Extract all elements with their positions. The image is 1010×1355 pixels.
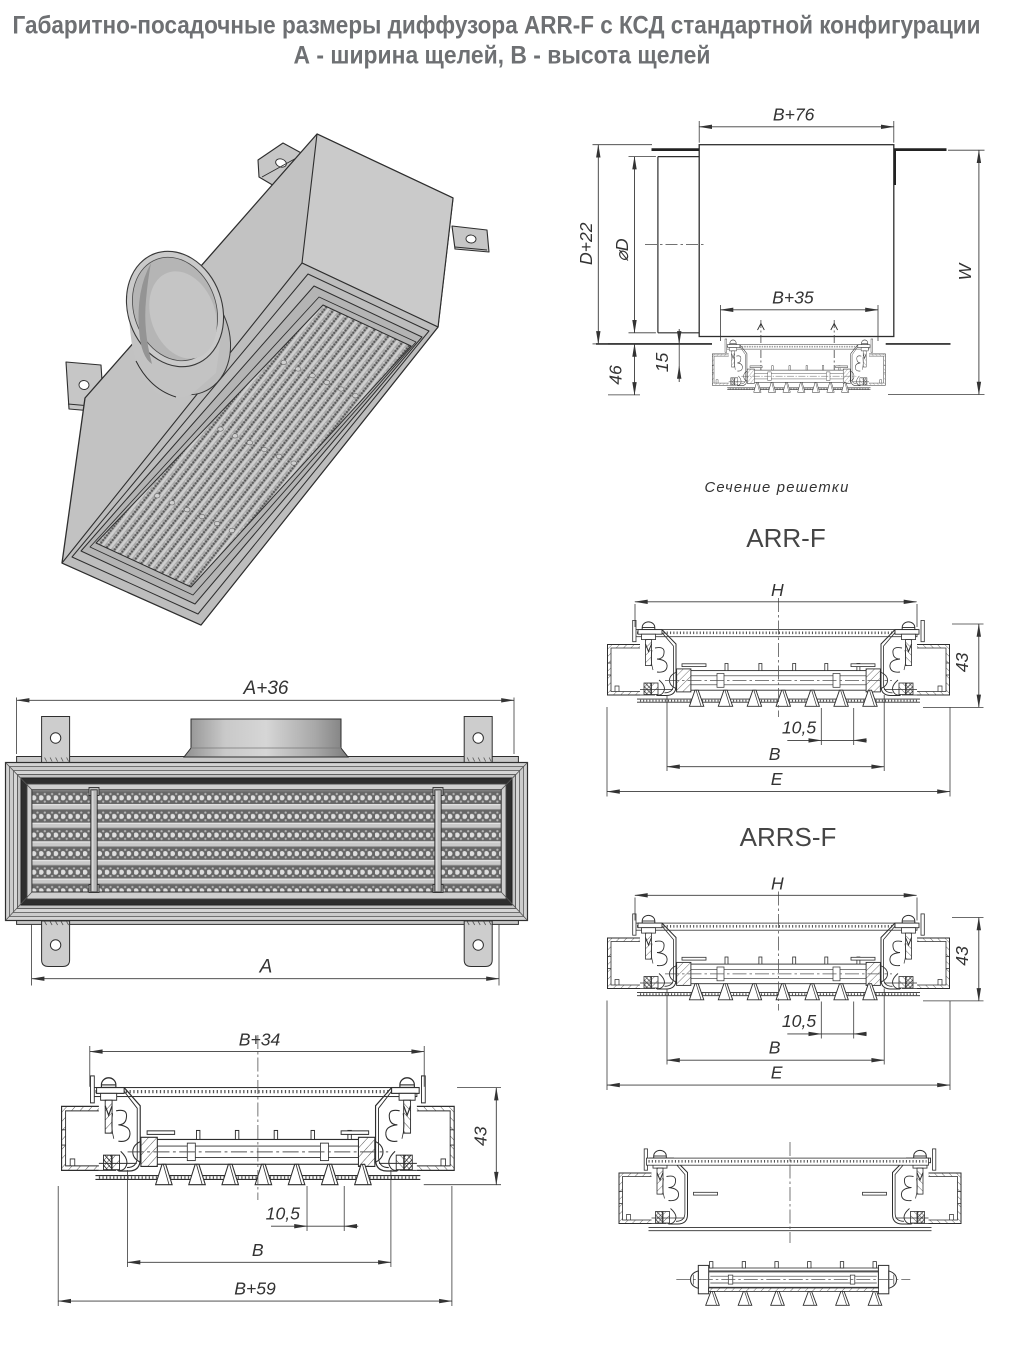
svg-text:B+34: B+34 <box>239 1029 281 1049</box>
svg-text:H: H <box>771 874 784 894</box>
svg-text:46: 46 <box>606 365 626 385</box>
svg-text:А - ширина щелей, В - высота щ: А - ширина щелей, В - высота щелей <box>294 42 711 70</box>
svg-text:43: 43 <box>952 946 972 966</box>
svg-text:43: 43 <box>952 653 972 673</box>
svg-text:10,5: 10,5 <box>782 1011 816 1031</box>
svg-text:D+22: D+22 <box>576 222 596 265</box>
svg-text:B: B <box>252 1240 264 1260</box>
svg-text:B: B <box>769 744 781 764</box>
svg-text:H: H <box>771 580 784 600</box>
svg-text:B+76: B+76 <box>773 105 815 125</box>
svg-text:ARR-F: ARR-F <box>746 523 825 553</box>
svg-text:B+35: B+35 <box>772 288 814 308</box>
svg-text:А: А <box>259 957 273 978</box>
svg-text:B+59: B+59 <box>234 1279 276 1299</box>
svg-text:15: 15 <box>652 353 672 373</box>
svg-text:43: 43 <box>471 1126 491 1146</box>
svg-text:Габаритно-посадочные размеры д: Габаритно-посадочные размеры диффузора A… <box>13 12 981 40</box>
svg-text:E: E <box>771 769 783 789</box>
svg-text:Сечение решетки: Сечение решетки <box>704 480 849 496</box>
svg-text:W: W <box>955 262 975 280</box>
svg-text:ARRS-F: ARRS-F <box>740 822 837 852</box>
svg-text:B: B <box>769 1038 781 1058</box>
svg-text:E: E <box>771 1063 783 1083</box>
svg-text:10,5: 10,5 <box>782 718 816 738</box>
svg-text:10,5: 10,5 <box>266 1203 300 1223</box>
svg-text:⌀D: ⌀D <box>612 238 632 262</box>
svg-text:А+36: А+36 <box>243 678 289 699</box>
